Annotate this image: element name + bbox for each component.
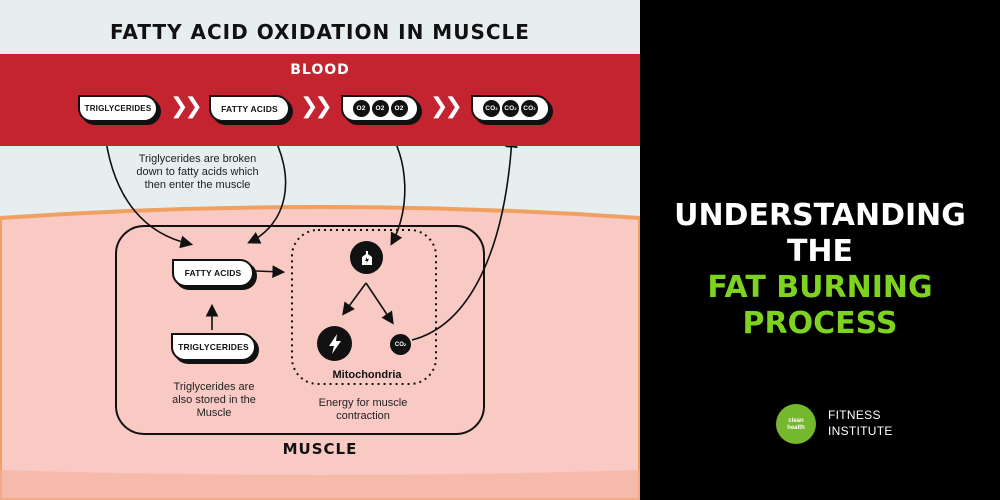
- logo-word2: health: [787, 425, 805, 431]
- note-stored: Triglycerides are also stored in the Mus…: [172, 381, 256, 419]
- blood-fatty-acids-pill: FATTY ACIDS: [209, 95, 290, 122]
- blood-triglycerides-pill: TRIGLYCERIDES: [78, 95, 158, 122]
- arrow-co2-to-blood: [411, 134, 518, 341]
- muscle-triglycerides-pill: TRIGLYCERIDES: [171, 333, 256, 361]
- muscle-label: MUSCLE: [282, 440, 358, 458]
- flow-arrows: [103, 125, 518, 341]
- oxygen-molecule: O2: [390, 100, 408, 117]
- note-broken-down: Triglycerides are broken down to fatty a…: [136, 153, 259, 191]
- energy-note: Energy for muscle contraction: [318, 397, 408, 422]
- headline-line3: PROCESS: [742, 306, 898, 341]
- logo-text: clean health: [776, 418, 816, 432]
- promo-panel: [640, 0, 1000, 500]
- chevron-right-icon: ❯❯: [170, 94, 203, 119]
- pill-label: FATTY ACIDS: [184, 268, 242, 278]
- co2-subscript: 2: [495, 106, 498, 111]
- muscle-cell-box: [115, 225, 485, 435]
- co2-subscript: 2: [533, 106, 536, 111]
- oxygen-molecule: O2: [371, 100, 389, 117]
- co2-subscript: 2: [514, 106, 517, 111]
- logo-word1: clean: [788, 418, 804, 424]
- pill-label: FATTY ACIDS: [221, 103, 278, 114]
- muscle-bottom-band: [0, 470, 640, 500]
- brand-line2: INSTITUTE: [828, 424, 893, 438]
- co2-text: CO: [394, 341, 404, 348]
- brand-line1: FITNESS: [828, 408, 881, 422]
- clean-health-logo-icon: [776, 404, 816, 444]
- pill-label: TRIGLYCERIDES: [178, 342, 249, 352]
- diagram-panel: FATTY ACID OXIDATION IN MUSCLE BLOOD TRI…: [0, 0, 640, 500]
- headline-line1: UNDERSTANDING THE: [674, 198, 966, 269]
- co2-text: CO: [485, 105, 496, 112]
- co2-text: CO: [504, 105, 515, 112]
- pill-label: TRIGLYCERIDES: [84, 104, 152, 113]
- muscle-fatty-acids-pill: FATTY ACIDS: [172, 259, 254, 287]
- headline-line2: FAT BURNING: [707, 270, 933, 305]
- mitochondria-icon: [350, 241, 383, 274]
- chevron-right-icon: ❯❯: [430, 94, 463, 119]
- promo-headline: UNDERSTANDING THE FAT BURNING PROCESS: [640, 198, 1000, 342]
- blood-label: BLOOD: [290, 62, 350, 78]
- arrow-mito-to-co2: [365, 282, 394, 325]
- lightning-icon: [317, 326, 352, 361]
- diagram-title: FATTY ACID OXIDATION IN MUSCLE: [110, 20, 530, 44]
- chevron-right-icon: ❯❯: [300, 94, 333, 119]
- co2-text: CO: [523, 105, 534, 112]
- mitochondria-label: Mitochondria: [332, 369, 402, 381]
- arrow-fatty-acids-to-mito: [255, 265, 286, 279]
- arrow-triglycerides-to-fatty-acids: [103, 125, 194, 249]
- brand-name: FITNESS INSTITUTE: [828, 407, 893, 439]
- co2-subscript: 2: [403, 342, 407, 347]
- arrow-mito-to-energy: [342, 282, 367, 316]
- oxygen-molecule: O2: [352, 100, 370, 117]
- blood-oxygen-pill: O2 O2 O2: [341, 95, 419, 122]
